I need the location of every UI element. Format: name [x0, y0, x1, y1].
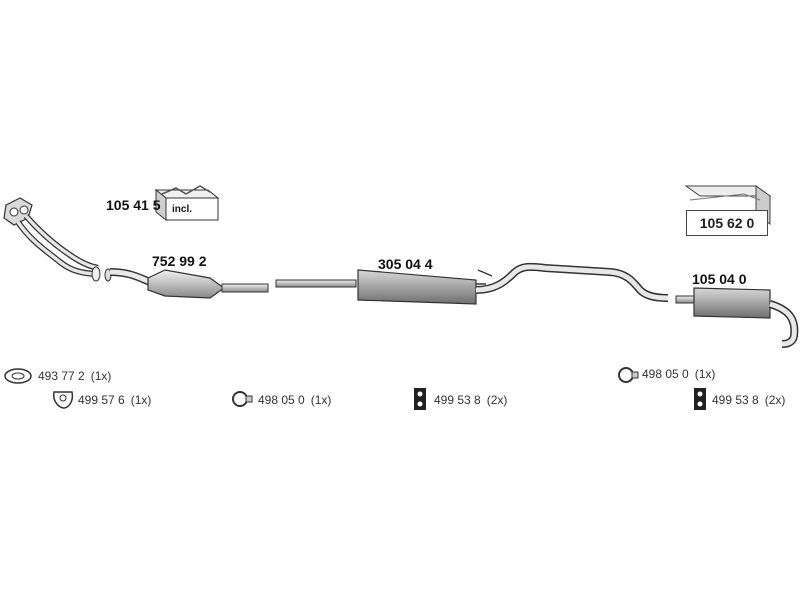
- accessory-item[interactable]: 493 77 2 (1x): [38, 369, 111, 383]
- middle-silencer-part[interactable]: [357, 262, 669, 305]
- rear-silencer-part-number[interactable]: 105 04 0: [692, 271, 747, 287]
- connecting-pipe: [275, 279, 357, 288]
- rubber-hanger-icon: [694, 388, 706, 410]
- included-kit-label: incl.: [172, 204, 193, 215]
- pipe-clamp-icon: [618, 367, 639, 383]
- accessory-item[interactable]: 498 05 0 (1x): [258, 393, 331, 407]
- front-pipe-part[interactable]: [3, 197, 101, 282]
- included-kit-box-icon: [154, 185, 220, 222]
- rubber-hanger-icon: [414, 388, 426, 410]
- accessory-qty: (1x): [310, 393, 332, 407]
- front-pipe-part-number[interactable]: 105 41 5: [106, 197, 161, 213]
- accessory-number: 499 53 8: [434, 393, 481, 407]
- mounting-kit-part-number[interactable]: 105 62 0: [686, 210, 768, 236]
- accessory-number: 493 77 2: [38, 369, 85, 383]
- accessory-qty: (2x): [764, 393, 786, 407]
- catalyst-part-number[interactable]: 752 99 2: [152, 253, 207, 269]
- accessory-item[interactable]: 499 53 8 (2x): [434, 393, 507, 407]
- pipe-clamp-icon: [232, 391, 253, 407]
- accessory-number: 499 53 8: [712, 393, 759, 407]
- catalyst-part[interactable]: [104, 268, 269, 299]
- accessory-number: 498 05 0: [258, 393, 305, 407]
- accessory-item[interactable]: 498 05 0 (1x): [642, 367, 715, 381]
- accessory-number: 498 05 0: [642, 367, 689, 381]
- accessory-qty: (1x): [694, 367, 716, 381]
- accessory-number: 499 57 6: [78, 393, 125, 407]
- accessory-item[interactable]: 499 57 6 (1x): [78, 393, 151, 407]
- oval-gasket-icon: [4, 368, 32, 384]
- accessory-item[interactable]: 499 53 8 (2x): [712, 393, 785, 407]
- middle-silencer-part-number[interactable]: 305 04 4: [378, 256, 433, 272]
- accessory-qty: (2x): [486, 393, 508, 407]
- accessory-qty: (1x): [90, 369, 112, 383]
- accessory-qty: (1x): [130, 393, 152, 407]
- rear-silencer-part[interactable]: [675, 287, 799, 348]
- clamp-gasket-icon: [52, 391, 74, 409]
